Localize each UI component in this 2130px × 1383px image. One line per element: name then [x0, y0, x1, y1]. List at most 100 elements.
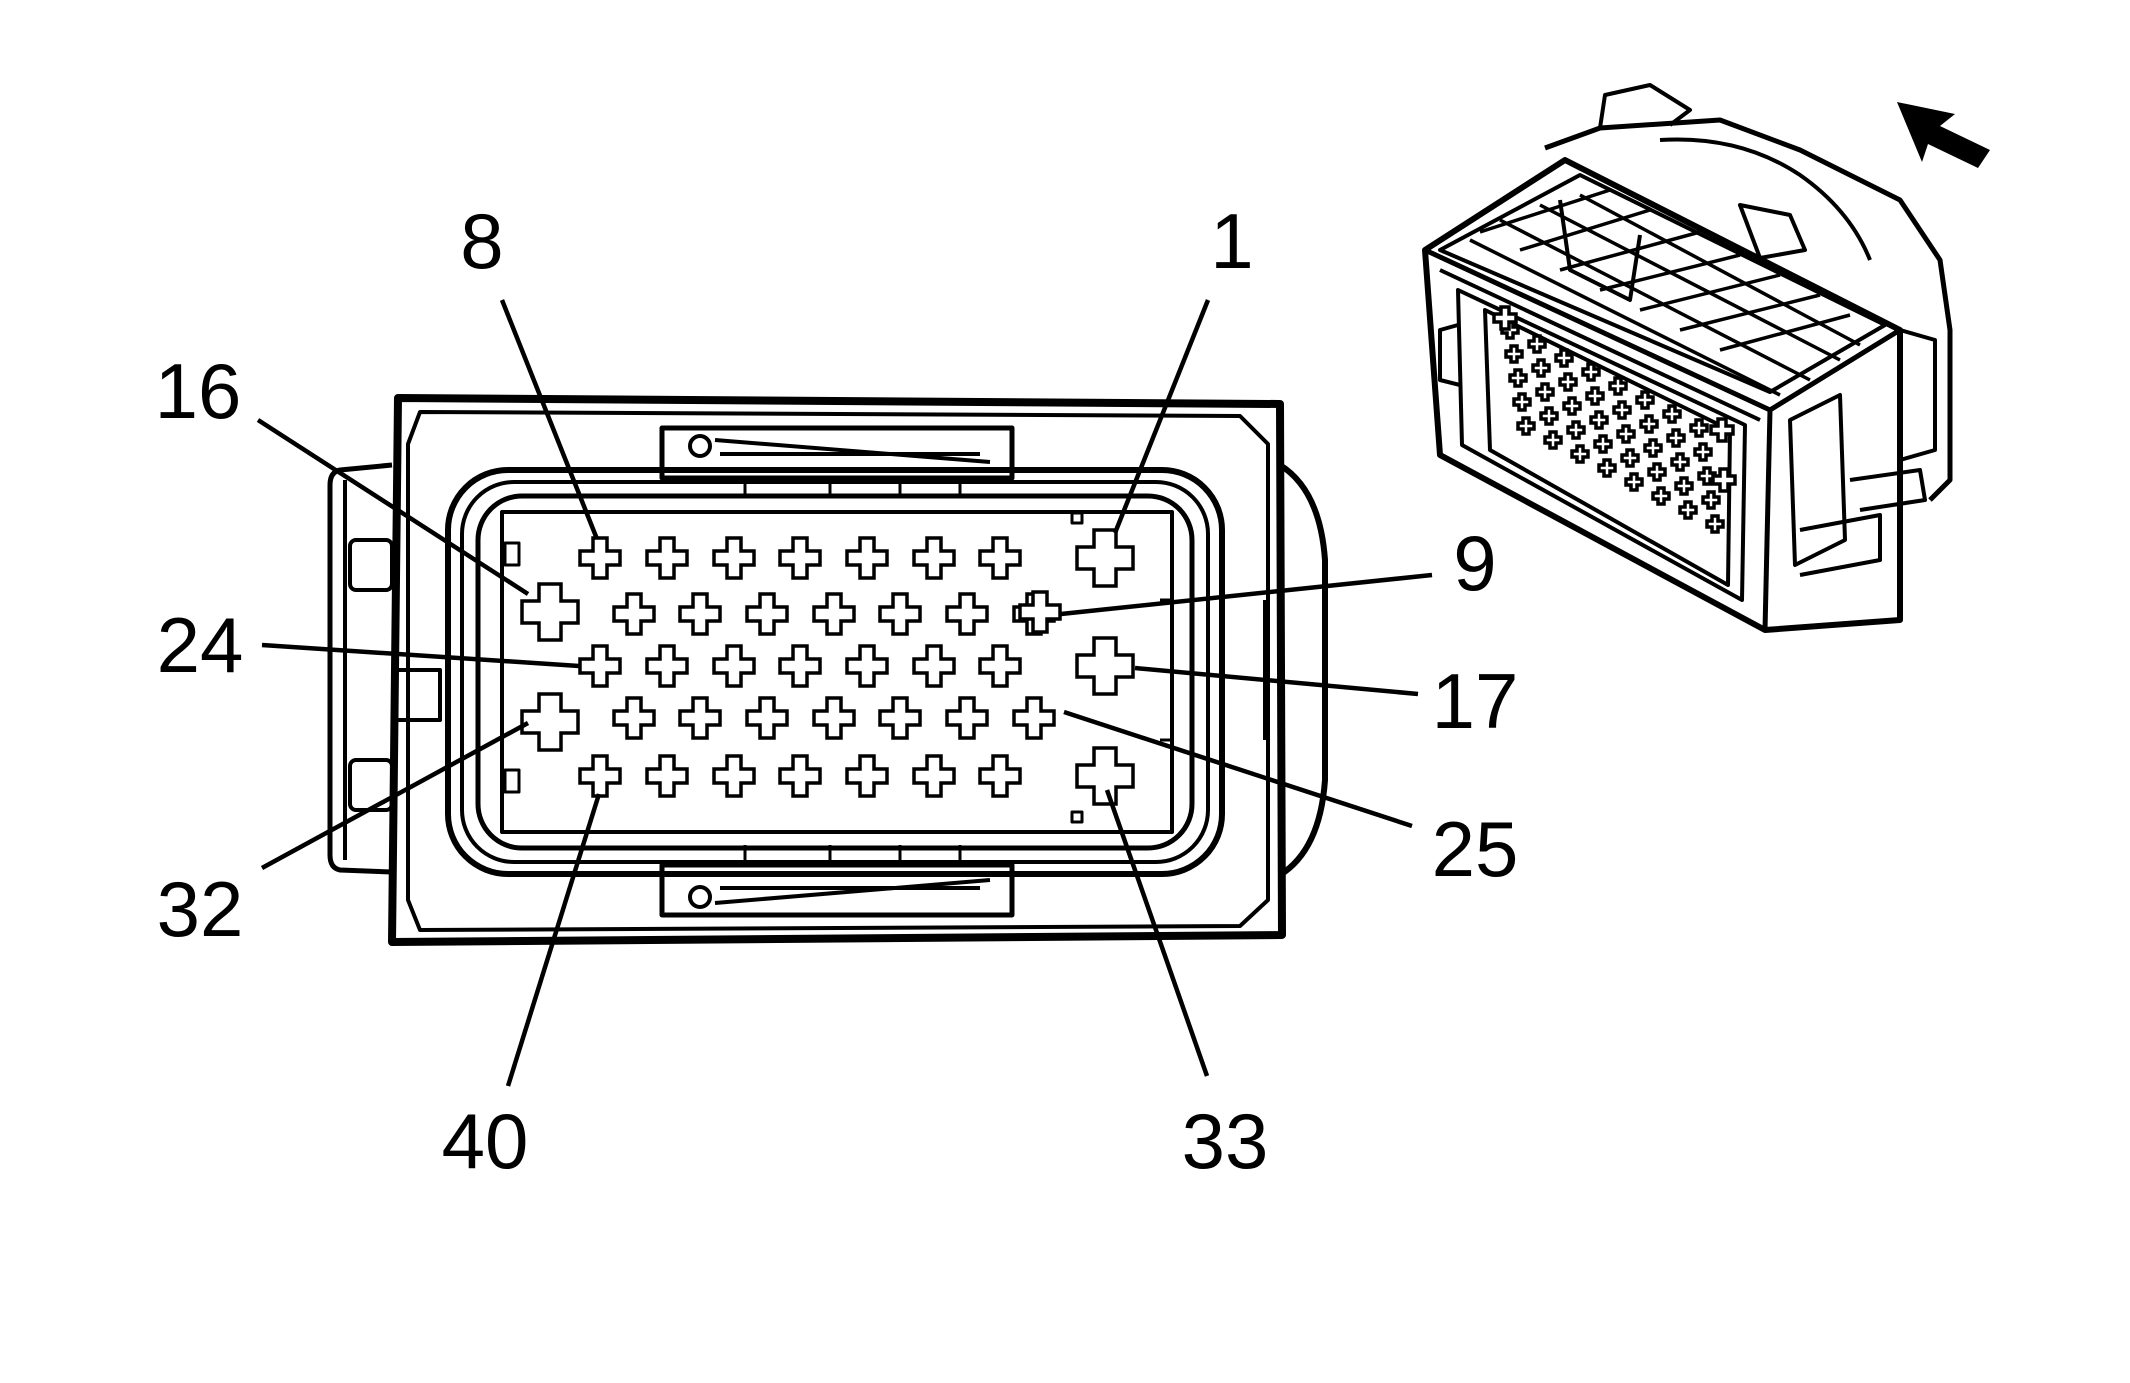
iso-terminal-cavity: [1697, 466, 1717, 486]
terminal-cavities: [520, 528, 1135, 806]
terminal-cavity: [912, 644, 956, 688]
iso-terminal-cavity-large: [1492, 305, 1518, 331]
terminal-cavity: [812, 696, 856, 740]
iso-terminal-cavity: [1543, 430, 1563, 450]
iso-terminal-cavity: [1581, 362, 1601, 382]
iso-terminal-cavity: [1612, 400, 1632, 420]
terminal-cavity: [978, 644, 1022, 688]
terminal-cavity: [578, 754, 622, 798]
terminal-cavity: [1012, 696, 1056, 740]
iso-terminal-cavities: [1492, 305, 1737, 534]
terminal-cavity: [812, 592, 856, 636]
iso-terminal-cavity: [1635, 390, 1655, 410]
pin-face: [500, 510, 1174, 834]
pin-label-40: 40: [442, 1097, 529, 1185]
leader-line-33: [1104, 789, 1210, 1077]
pin-label-9: 9: [1453, 519, 1496, 607]
iso-terminal-cavity: [1516, 416, 1536, 436]
iso-terminal-cavity: [1570, 444, 1590, 464]
terminal-cavity: [978, 536, 1022, 580]
terminal-cavity: [745, 696, 789, 740]
leader-line-40: [505, 793, 602, 1087]
terminal-cavity: [612, 592, 656, 636]
connector-isometric-view: [1422, 83, 1953, 633]
side-bulge: [1263, 462, 1328, 878]
iso-terminal-cavity: [1508, 368, 1528, 388]
terminal-cavity: [912, 536, 956, 580]
pin-label-32: 32: [157, 865, 244, 953]
iso-terminal-cavity: [1558, 372, 1578, 392]
pin-label-17: 17: [1432, 657, 1519, 745]
leader-line-25: [1063, 709, 1413, 829]
terminal-cavity-large: [1075, 528, 1135, 588]
iso-terminal-cavity: [1643, 438, 1663, 458]
terminal-cavity: [1018, 590, 1062, 634]
iso-terminal-cavity: [1593, 434, 1613, 454]
iso-terminal-cavity: [1693, 442, 1713, 462]
terminal-cavity: [845, 644, 889, 688]
terminal-cavity: [645, 644, 689, 688]
seal-ring-middle: [460, 480, 1210, 864]
iso-terminal-cavity: [1678, 500, 1698, 520]
terminal-cavity: [845, 536, 889, 580]
iso-terminal-cavity: [1535, 382, 1555, 402]
iso-terminal-cavity: [1512, 392, 1532, 412]
iso-terminal-cavity: [1597, 458, 1617, 478]
iso-terminal-cavity: [1639, 414, 1659, 434]
iso-terminal-cavity: [1620, 448, 1640, 468]
leader-line-1: [1112, 299, 1211, 534]
iso-terminal-cavity: [1674, 476, 1694, 496]
iso-terminal-cavity: [1585, 386, 1605, 406]
terminal-cavity: [712, 536, 756, 580]
terminal-cavity: [578, 536, 622, 580]
bottom-lock-tab: [659, 845, 1015, 918]
leader-line-32: [260, 721, 530, 870]
top-lock-tab: [659, 425, 1015, 498]
leader-line-24: [261, 642, 580, 669]
terminal-cavity: [912, 754, 956, 798]
iso-terminal-cavity: [1562, 396, 1582, 416]
pin-label-16: 16: [155, 347, 242, 435]
pin-number-labels: 1 8 9 16 17 24 25 32 33 40: [155, 197, 1519, 1185]
pin-label-25: 25: [1432, 805, 1519, 893]
connector-front-view: [327, 394, 1328, 946]
iso-terminal-cavity: [1689, 418, 1709, 438]
iso-terminal-cavity: [1589, 410, 1609, 430]
terminal-cavity: [578, 644, 622, 688]
terminal-cavity: [712, 644, 756, 688]
terminal-cavity-large: [520, 582, 580, 642]
terminal-cavity: [645, 536, 689, 580]
terminal-cavity: [645, 754, 689, 798]
terminal-cavity: [778, 536, 822, 580]
terminal-cavity: [878, 696, 922, 740]
iso-terminal-cavity: [1670, 452, 1690, 472]
pin-label-8: 8: [460, 197, 503, 285]
iso-terminal-cavity: [1662, 404, 1682, 424]
terminal-cavity: [678, 592, 722, 636]
terminal-cavity: [978, 754, 1022, 798]
terminal-cavity: [712, 754, 756, 798]
iso-terminal-cavity-large: [1711, 467, 1737, 493]
direction-arrow-icon: [1897, 102, 1990, 168]
terminal-cavity: [678, 696, 722, 740]
iso-terminal-cavity: [1701, 490, 1721, 510]
terminal-cavity-large: [1075, 636, 1135, 696]
terminal-cavity: [878, 592, 922, 636]
iso-terminal-cavity: [1608, 376, 1628, 396]
iso-terminal-cavity: [1705, 514, 1725, 534]
housing-outer: [388, 394, 1286, 946]
terminal-cavity: [778, 754, 822, 798]
iso-terminal-cavity: [1531, 358, 1551, 378]
pin-label-33: 33: [1182, 1097, 1269, 1185]
iso-top-lattice: [1438, 173, 1887, 397]
terminal-cavity: [745, 592, 789, 636]
iso-terminal-cavity: [1651, 486, 1671, 506]
iso-terminal-cavity: [1566, 420, 1586, 440]
iso-housing-front: [1422, 157, 1903, 633]
iso-terminal-cavity: [1554, 348, 1574, 368]
leader-line-17: [1134, 665, 1419, 697]
seal-ring-outer: [445, 467, 1225, 877]
iso-terminal-cavity: [1624, 472, 1644, 492]
terminal-cavity-large: [1075, 746, 1135, 806]
